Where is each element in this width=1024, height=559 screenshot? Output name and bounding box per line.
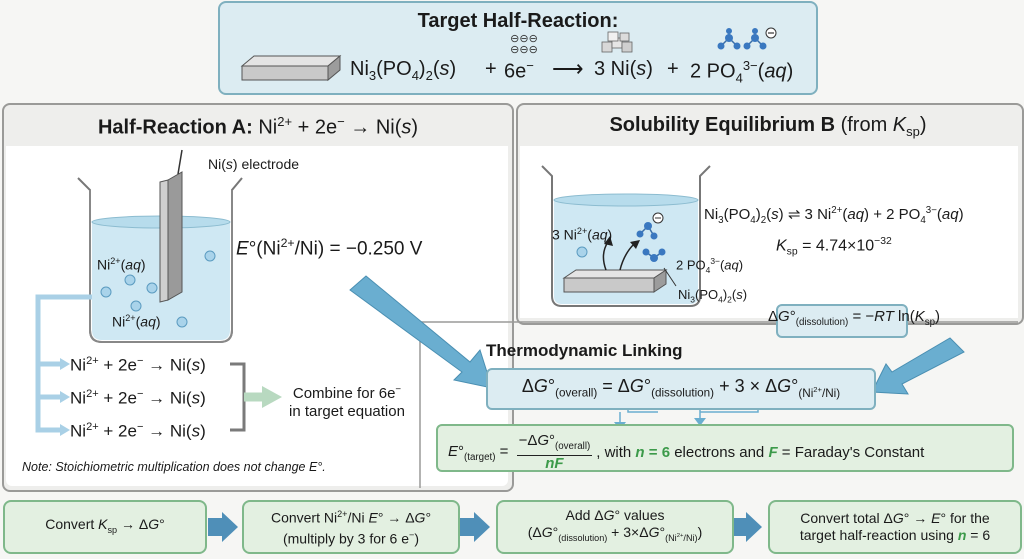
target-electrons: 6e− bbox=[504, 58, 534, 83]
beaker-b-solid-label: Ni3(PO4)2(s) bbox=[678, 287, 748, 305]
target-title: Target Half-Reaction: bbox=[417, 10, 619, 32]
target-product-phosphate: 2 PO43−(aq) bbox=[690, 58, 794, 86]
ion-label-2: Ni2+(aq) bbox=[112, 313, 161, 330]
e-target-box bbox=[436, 424, 1014, 472]
ion-label-1: Ni2+(aq) bbox=[97, 256, 146, 273]
e-target-formula: E°(target) = −ΔG°(overall) nF , with n =… bbox=[448, 432, 925, 472]
stoichiometry-note: Note: Stoichiometric multiplication does… bbox=[22, 460, 326, 474]
solubility-equilibrium: Ni3(PO4)2(s) ⇌ 3 Ni2+(aq) + 2 PO43−(aq) bbox=[704, 205, 964, 226]
ksp-value: Ksp = 4.74×10−32 bbox=[776, 236, 892, 258]
nickel-cubes-icon bbox=[601, 31, 633, 53]
step-2-text: Convert Ni2+/Ni E° → ΔG°(multiply by 3 f… bbox=[270, 509, 432, 547]
multiplied-eq-1: Ni2+ + 2e− → Ni(s) bbox=[70, 355, 206, 375]
beaker-a-icon bbox=[77, 149, 243, 343]
target-plus-1: + bbox=[485, 58, 497, 80]
combine-label: Combine for 6e−in target equation bbox=[289, 384, 405, 420]
step-1-text: Convert Ksp → ΔG° bbox=[45, 515, 165, 535]
solid-slab-icon bbox=[240, 54, 342, 82]
target-reactant: Ni3(PO4)2(s) bbox=[350, 58, 457, 83]
electron-cluster-icon: ⊖⊖⊖ ⊖⊖⊖ bbox=[510, 33, 538, 56]
dissolution-formula: ΔG°(dissolution) = −RT ln(Ksp) bbox=[768, 308, 940, 328]
step-3-box: Add ΔG° values(ΔG°(dissolution) + 3×ΔG°(… bbox=[496, 500, 734, 554]
overall-equation-box bbox=[486, 368, 876, 410]
step-3-text: Add ΔG° values(ΔG°(dissolution) + 3×ΔG°(… bbox=[527, 507, 703, 543]
target-plus-2: + bbox=[667, 58, 679, 80]
target-arrow: ⟶ bbox=[552, 56, 584, 81]
multiplied-eq-2: Ni2+ + 2e− → Ni(s) bbox=[70, 388, 206, 408]
multiplied-eq-3: Ni2+ + 2e− → Ni(s) bbox=[70, 421, 206, 441]
standard-potential: E°(Ni2+/Ni) = −0.250 V bbox=[236, 236, 423, 260]
step-1-box: Convert Ksp → ΔG° bbox=[3, 500, 207, 554]
dissolution-box bbox=[776, 304, 908, 338]
panel-b-title: Solubility Equilibrium B (from Ksp) bbox=[609, 114, 927, 139]
beaker-b-ion-label: 3 Ni2+(aq) bbox=[552, 226, 613, 243]
electrode-label: Ni(s) electrode bbox=[208, 156, 300, 172]
overall-equation: ΔG°(overall) = ΔG°(dissolution) + 3 × ΔG… bbox=[521, 376, 841, 400]
target-product-ni: 3 Ni(s) bbox=[594, 58, 653, 80]
linking-title: Thermodynamic Linking bbox=[486, 341, 683, 360]
panel-a-title: Half-Reaction A: Ni2+ + 2e− → Ni(s) bbox=[97, 114, 419, 139]
step-2-box: Convert Ni2+/Ni E° → ΔG°(multiply by 3 f… bbox=[242, 500, 460, 554]
beaker-b-icon bbox=[541, 165, 711, 307]
phosphate-molecules-icon bbox=[717, 27, 777, 50]
beaker-b-phosphate-label: 2 PO43−(aq) bbox=[676, 256, 744, 275]
